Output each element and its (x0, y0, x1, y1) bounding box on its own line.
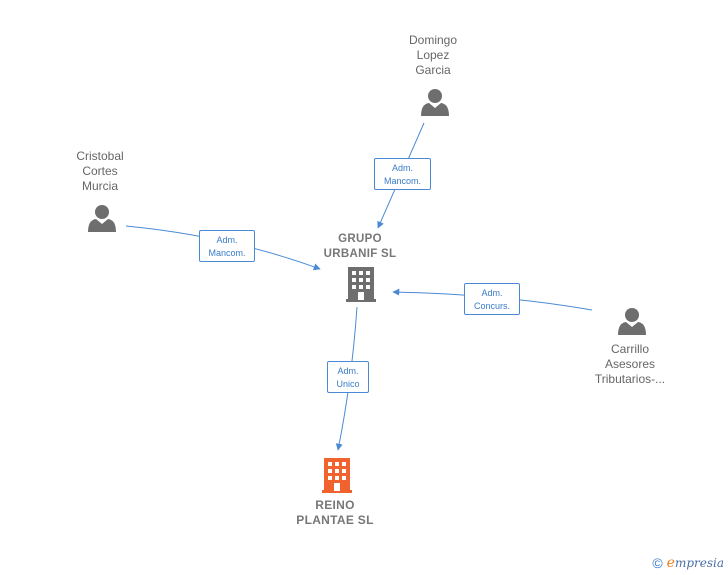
building-icon[interactable] (346, 267, 376, 302)
person-label-cristobal[interactable]: Cristobal Cortes Murcia (76, 149, 124, 193)
footer-brand: © empresia (652, 555, 724, 571)
person-icon[interactable] (618, 308, 646, 335)
person-label-domingo[interactable]: Domingo Lopez Garcia (408, 33, 458, 77)
brand-logo: empresia (667, 555, 724, 571)
copyright-symbol: © (652, 555, 663, 571)
person-icon[interactable] (421, 89, 449, 116)
role-box-grupo-reino: Adm. Unico (327, 361, 369, 393)
company-label-grupo[interactable]: GRUPO URBANIF SL (323, 233, 397, 260)
role-box-domingo-grupo: Adm. Mancom. (374, 158, 431, 190)
building-icon[interactable] (322, 458, 352, 493)
brand-initial: e (666, 555, 675, 571)
role-box-carrillo-grupo: Adm. Concurs. (464, 283, 520, 315)
company-label-reino[interactable]: REINO PLANTAE SL (296, 498, 374, 527)
person-icon[interactable] (88, 205, 116, 232)
person-label-carrillo[interactable]: Carrillo Asesores Tributarios-... (594, 342, 666, 386)
role-box-cristobal-grupo: Adm. Mancom. (199, 230, 255, 262)
brand-name: mpresia (674, 556, 724, 570)
